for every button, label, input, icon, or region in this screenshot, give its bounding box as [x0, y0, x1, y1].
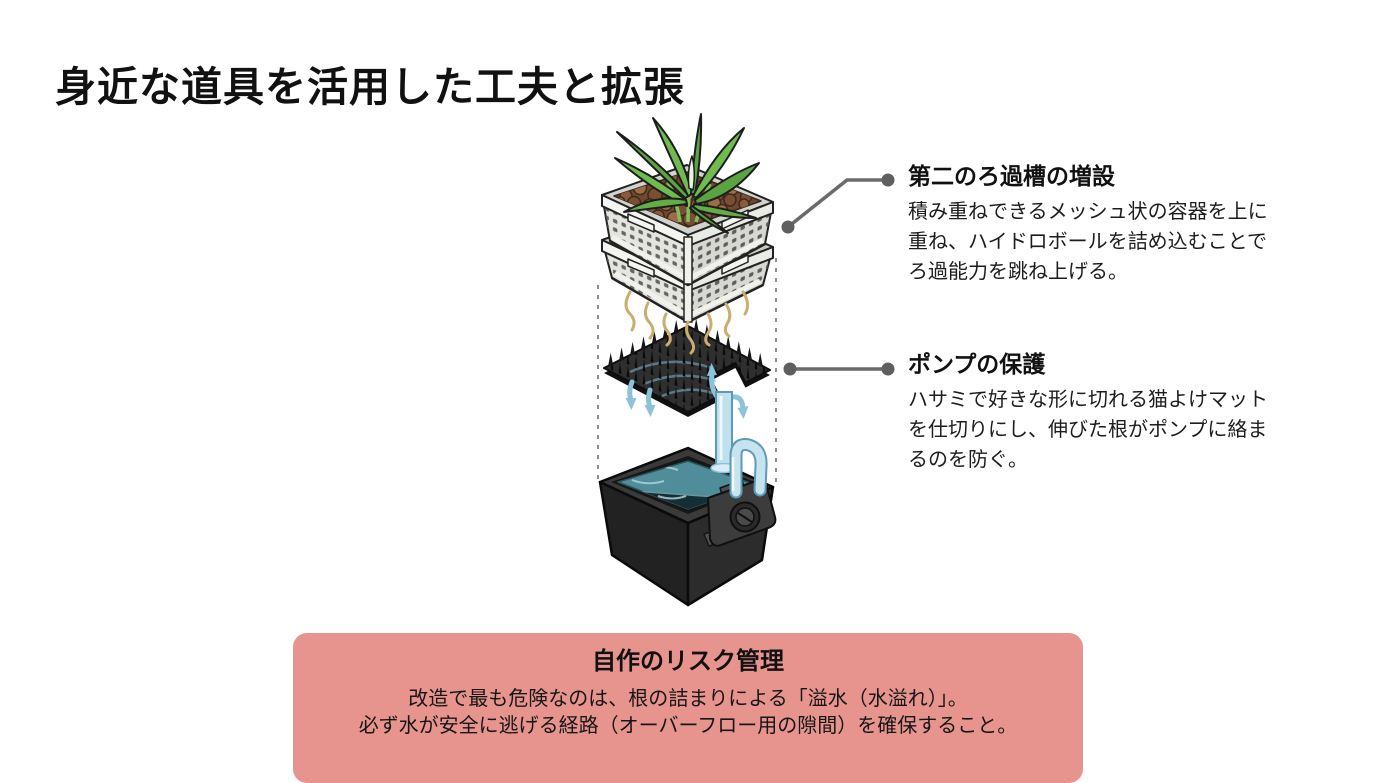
diagram-svg: [597, 113, 895, 607]
callout-title: 第二のろ過槽の増設: [908, 163, 1115, 189]
plant-roots: [624, 290, 750, 355]
plant: [614, 113, 760, 234]
risk-box-line-2: 必ず水が安全に逃げる経路（オーバーフロー用の隙間）を確保すること。: [358, 715, 1018, 737]
risk-box-line-1: 改造で最も危険なのは、根の詰まりによる「溢水（水溢れ）」。: [408, 688, 968, 710]
callout-pump-protection: ポンプの保護 ハサミで好きな形に切れる猫よけマットを仕切りにし、伸びた根がポンプ…: [908, 350, 1300, 475]
guide-dashed-lines: [597, 258, 777, 485]
risk-box-title: 自作のリスク管理: [592, 648, 784, 675]
callout-body: ハサミで好きな形に切れる猫よけマットを仕切りにし、伸びた根がポンプに絡まるのを防…: [908, 389, 1268, 471]
risk-management-box: 自作のリスク管理 改造で最も危険なのは、根の詰まりによる「溢水（水溢れ）」。 必…: [293, 633, 1083, 783]
callout-second-filter: 第二のろ過槽の増設 積み重ねできるメッシュ状の容器を上に重ね、ハイドロボールを詰…: [908, 162, 1300, 287]
outlet-tube: [729, 438, 768, 499]
diagram-illustration: [560, 100, 900, 630]
water-pump: [703, 479, 777, 547]
callout-connectors: [781, 173, 895, 376]
page-title: 身近な道具を活用した工夫と拡張: [55, 64, 685, 111]
callout-title: ポンプの保護: [908, 351, 1046, 377]
callout-body: 積み重ねできるメッシュ状の容器を上に重ね、ハイドロボールを詰め込むことでろ過能力…: [908, 201, 1268, 283]
